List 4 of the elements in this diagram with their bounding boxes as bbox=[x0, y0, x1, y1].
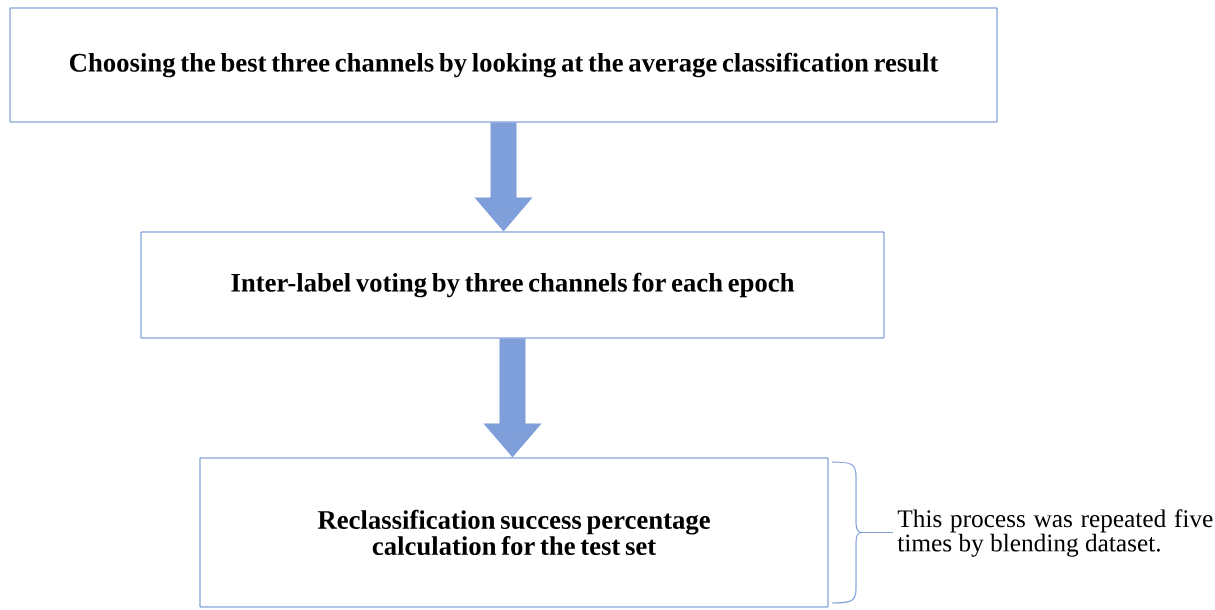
note-text: This process was repeated five times by blending dataset. bbox=[897, 509, 1213, 557]
process-box: Choosing the best three channels by looking at the average classification result bbox=[9, 7, 998, 123]
process-box: Reclassification success percentage calculation for the test set bbox=[199, 457, 829, 608]
process-box: Inter-label voting by three channels for each epoch bbox=[140, 231, 885, 339]
